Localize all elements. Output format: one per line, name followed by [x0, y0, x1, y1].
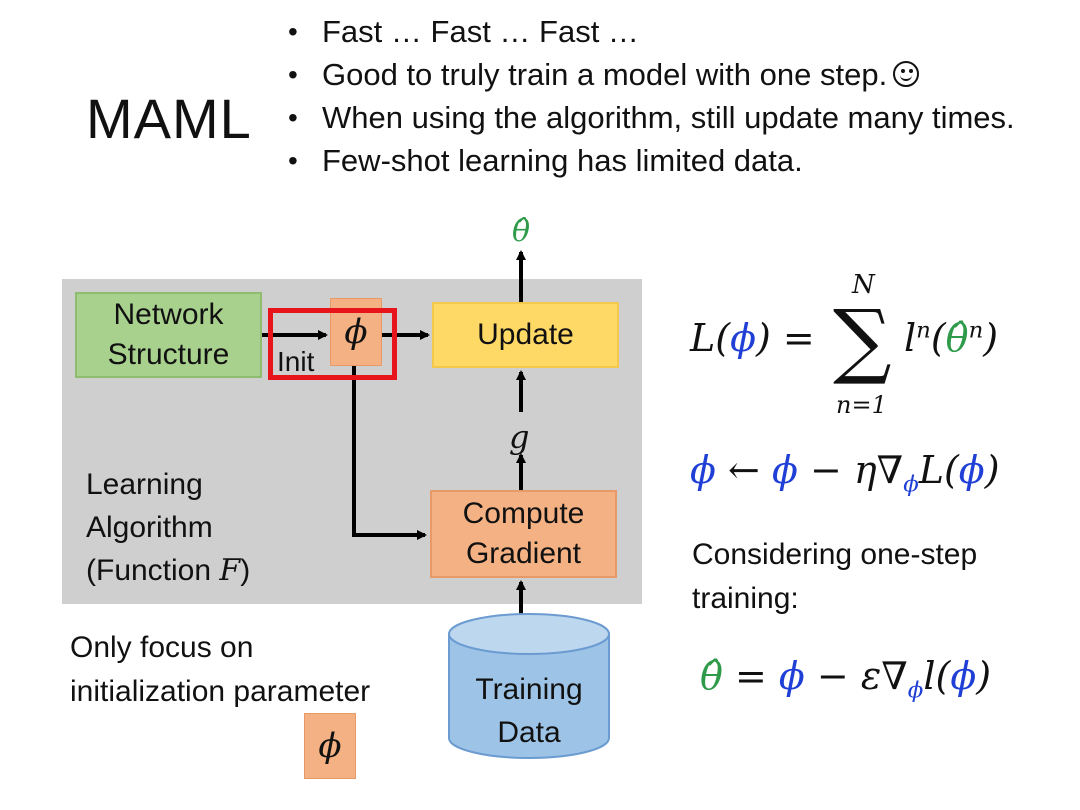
bullet-text: Good to truly train a model with one ste…: [322, 57, 888, 92]
loss-equation-lhs: L(ϕ) =: [690, 316, 815, 360]
training-data-label: Training Data: [447, 668, 611, 754]
function-symbol: F: [219, 553, 241, 588]
focus-note: Only focus on initialization parameter: [70, 626, 370, 714]
bullet-item: Few-shot learning has limited data.: [288, 139, 1015, 182]
smiley-icon: [893, 60, 920, 87]
focus-line2: initialization parameter: [70, 675, 371, 708]
loss-equation-rhs: ln(θ̂n): [904, 316, 999, 360]
training-line2: Data: [497, 716, 561, 749]
sum-upper-limit: N: [852, 270, 875, 300]
bullet-list: Fast … Fast … Fast … Good to truly train…: [288, 10, 1015, 182]
network-label-line1: Network: [113, 298, 224, 331]
bullet-text: When using the algorithm, still update m…: [322, 100, 1015, 135]
update-rule-equation: ϕ ← ϕ − η∇ϕL(ϕ): [690, 448, 1000, 498]
sum-lower-limit: n=1: [836, 391, 887, 419]
bullet-item: When using the algorithm, still update m…: [288, 96, 1015, 139]
init-label: Init: [277, 346, 315, 377]
learning-line1: Learning: [86, 468, 203, 501]
bullet-item: Fast … Fast … Fast …: [288, 10, 1015, 53]
learning-line3: (Function: [86, 554, 220, 587]
update-box: Update: [432, 302, 619, 368]
summation-symbol: ∑: [833, 293, 892, 388]
network-label-line2: Structure: [107, 338, 230, 371]
one-step-note: Considering one-step training:: [692, 533, 977, 621]
gradient-label-line1: Compute: [462, 497, 585, 530]
one-step-equation: θ̂ = ϕ − ε∇ϕl(ϕ): [700, 654, 992, 704]
learning-line3-close: ): [240, 554, 251, 587]
focus-line1: Only focus on: [70, 631, 254, 664]
bullet-item: Good to truly train a model with one ste…: [288, 53, 1015, 96]
consider-line1: Considering one-step: [692, 538, 978, 571]
learning-algorithm-label: Learning Algorithm (Function F): [86, 463, 250, 592]
bullet-text: Few-shot learning has limited data.: [322, 143, 803, 178]
learning-line2: Algorithm: [86, 511, 213, 544]
arrow-phi-to-gradient: [352, 366, 427, 540]
theta-hat-output: θ̂: [512, 214, 531, 249]
gradient-label-line2: Gradient: [465, 537, 582, 570]
slide-title: MAML: [86, 87, 252, 150]
training-data-cylinder: [448, 613, 610, 759]
phi-parameter-box-small: ϕ: [304, 713, 356, 779]
training-line1: Training: [475, 673, 583, 706]
init-highlight-frame: [268, 308, 397, 380]
bullet-text: Fast … Fast … Fast …: [322, 14, 639, 49]
gradient-symbol: g: [509, 418, 530, 456]
consider-line2: training:: [692, 582, 799, 615]
